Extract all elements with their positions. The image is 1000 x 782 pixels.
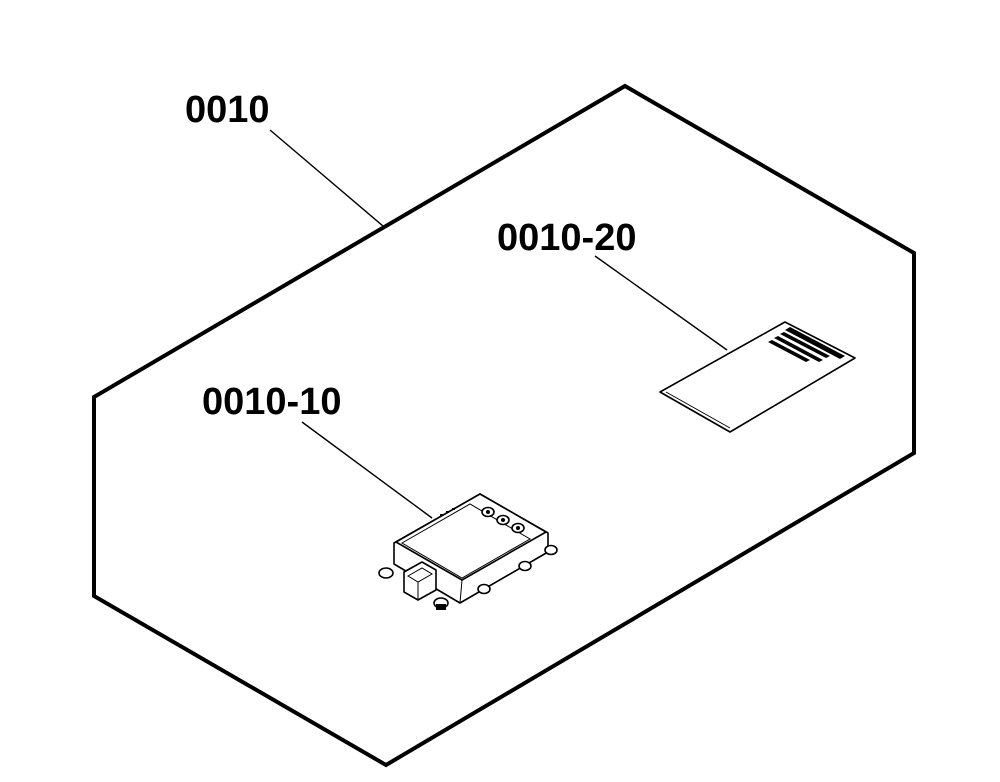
callout-bag: 0010 bbox=[185, 89, 384, 227]
callout-module: 0010-10 bbox=[202, 381, 433, 519]
module-marking bbox=[440, 508, 455, 516]
leader-line-document bbox=[594, 255, 728, 351]
module-connector bbox=[403, 561, 437, 601]
electronic-module bbox=[378, 493, 558, 610]
module-screws bbox=[481, 506, 525, 534]
document-sheet-outline bbox=[659, 321, 856, 433]
module-mounting-feet bbox=[378, 544, 558, 610]
callout-label-bag: 0010 bbox=[185, 89, 270, 131]
document-sheet bbox=[659, 321, 856, 433]
callout-label-document: 0010-20 bbox=[497, 217, 636, 259]
document-text-lines bbox=[768, 327, 845, 362]
module-label-area bbox=[401, 503, 531, 579]
document-sheet-fold bbox=[665, 391, 731, 429]
callout-document: 0010-20 bbox=[497, 217, 728, 351]
bag-outline bbox=[92, 83, 916, 768]
callout-label-module: 0010-10 bbox=[202, 381, 341, 423]
leader-line-module bbox=[301, 421, 433, 519]
leader-line-bag bbox=[269, 129, 384, 227]
